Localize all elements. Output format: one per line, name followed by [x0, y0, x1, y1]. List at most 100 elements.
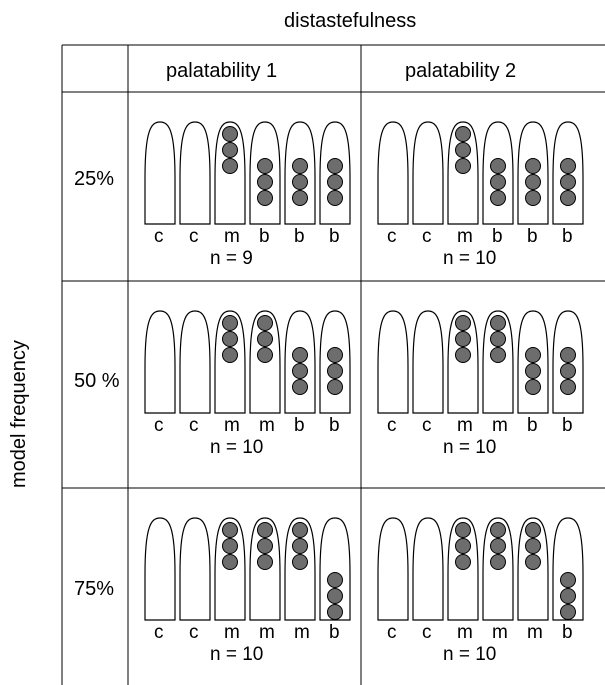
tube — [179, 121, 211, 225]
column-header-1: palatability 1 — [166, 60, 278, 82]
tube-label: m — [457, 415, 473, 436]
tube — [412, 310, 444, 414]
prey-dot — [525, 522, 541, 538]
prey-dot — [525, 538, 541, 554]
row-header-1: 25% — [74, 168, 115, 190]
prey-dot — [455, 347, 471, 363]
cell-r2-c2 — [377, 310, 584, 414]
tube-label: b — [294, 226, 305, 247]
tube-label: b — [329, 622, 340, 643]
tube-label: b — [492, 226, 503, 247]
prey-dot — [292, 379, 308, 395]
sample-size-label: n = 10 — [443, 437, 497, 458]
tube-label: m — [492, 415, 508, 436]
prey-dot — [455, 315, 471, 331]
prey-dot — [222, 126, 238, 142]
tube-label: m — [259, 622, 275, 643]
tube-label: c — [422, 622, 432, 643]
prey-dot — [257, 331, 273, 347]
tube-label: c — [387, 622, 397, 643]
tube — [144, 517, 176, 621]
sample-size-label: n = 10 — [210, 437, 264, 458]
prey-dot — [222, 315, 238, 331]
prey-dot — [292, 522, 308, 538]
sample-size-label: n = 9 — [210, 248, 253, 269]
prey-dot — [560, 363, 576, 379]
tube-label: m — [224, 415, 240, 436]
prey-dot — [490, 158, 506, 174]
prey-dot — [257, 190, 273, 206]
prey-dot — [292, 554, 308, 570]
tube-label: b — [562, 226, 573, 247]
prey-dot — [292, 174, 308, 190]
prey-dot — [327, 588, 343, 604]
tube-label: m — [527, 622, 543, 643]
prey-dot — [525, 347, 541, 363]
tube — [412, 121, 444, 225]
tube — [377, 310, 409, 414]
tube-label: m — [457, 226, 473, 247]
prey-dot — [455, 554, 471, 570]
tube-label: m — [224, 622, 240, 643]
tube-label: c — [422, 226, 432, 247]
prey-dot — [222, 331, 238, 347]
tube — [179, 310, 211, 414]
tube-label: c — [154, 622, 164, 643]
prey-dot — [222, 522, 238, 538]
prey-dot — [455, 331, 471, 347]
sample-size-label: n = 10 — [210, 644, 264, 665]
prey-dot — [560, 588, 576, 604]
prey-dot — [257, 538, 273, 554]
prey-dot — [222, 142, 238, 158]
cell-r3-c2 — [377, 517, 584, 621]
prey-dot — [490, 315, 506, 331]
tube — [377, 517, 409, 621]
prey-dot — [490, 538, 506, 554]
tube — [179, 517, 211, 621]
prey-dot — [292, 363, 308, 379]
prey-dot — [257, 315, 273, 331]
prey-dot — [222, 158, 238, 174]
tube-label: m — [457, 622, 473, 643]
tube-label: b — [562, 622, 573, 643]
row-header-2: 50 % — [74, 370, 120, 392]
prey-dot — [257, 522, 273, 538]
prey-dot — [327, 347, 343, 363]
tube-label: b — [527, 415, 538, 436]
prey-dot — [292, 158, 308, 174]
tube — [377, 121, 409, 225]
tube-label: b — [527, 226, 538, 247]
prey-dot — [490, 347, 506, 363]
cell-r1-c1 — [144, 121, 351, 225]
prey-dot — [222, 554, 238, 570]
prey-dot — [292, 538, 308, 554]
tube-label: b — [562, 415, 573, 436]
prey-dot — [560, 158, 576, 174]
prey-dot — [327, 174, 343, 190]
prey-dot — [455, 522, 471, 538]
prey-dot — [455, 158, 471, 174]
tube-label: c — [189, 415, 199, 436]
prey-dot — [455, 126, 471, 142]
prey-dot — [490, 522, 506, 538]
prey-dot — [222, 347, 238, 363]
prey-dot — [257, 174, 273, 190]
prey-dot — [257, 554, 273, 570]
tube-label: m — [259, 415, 275, 436]
prey-dot — [257, 347, 273, 363]
tube-label: c — [189, 622, 199, 643]
prey-dot — [490, 554, 506, 570]
prey-dot — [490, 174, 506, 190]
tube-label: c — [387, 226, 397, 247]
tube-label: b — [329, 226, 340, 247]
tube-label: b — [294, 415, 305, 436]
prey-dot — [490, 331, 506, 347]
cell-r2-c1 — [144, 310, 351, 414]
prey-dot — [327, 363, 343, 379]
tube-label: b — [259, 226, 270, 247]
prey-dot — [292, 190, 308, 206]
tube-label: b — [329, 415, 340, 436]
prey-dot — [560, 174, 576, 190]
prey-dot — [222, 538, 238, 554]
